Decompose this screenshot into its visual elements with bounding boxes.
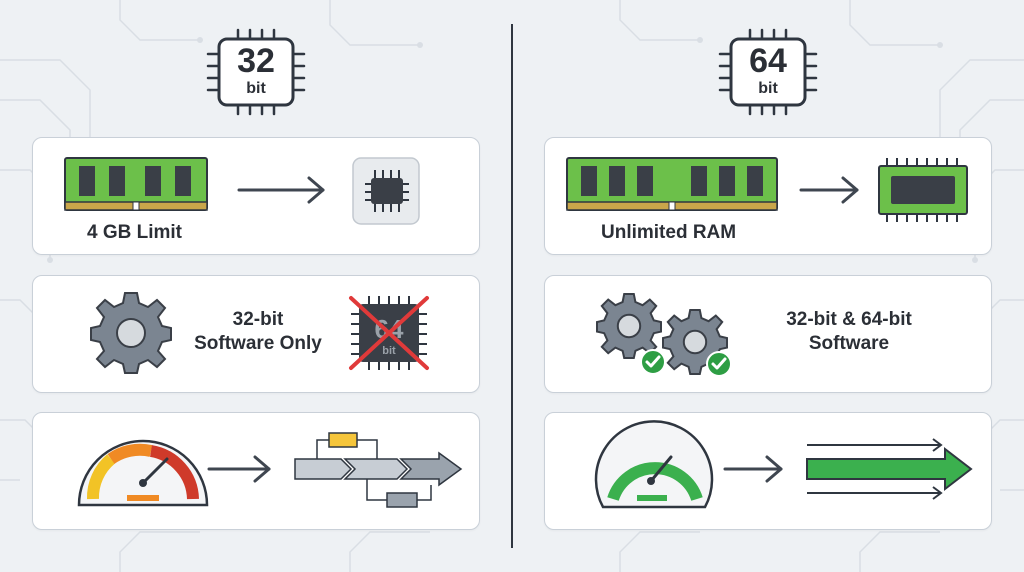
- ram-unlimited-card-64bit: Unlimited RAM: [544, 137, 992, 255]
- software-only-label: 32-bit Software Only: [183, 308, 333, 356]
- software-both-label: 32-bit & 64-bit Software: [769, 308, 929, 356]
- crossed-chip-number: 64: [375, 314, 404, 344]
- speedometer-icon: [594, 420, 714, 509]
- cpu-chip-64bit: 64 bit: [716, 26, 820, 118]
- software-card-32bit: 64 bit 32-bit Software Only: [32, 275, 480, 393]
- speedometer-icon: [77, 439, 209, 507]
- ram-limit-card-32bit: 4 GB Limit: [32, 137, 480, 255]
- software-label-line2: Software: [808, 333, 890, 354]
- cross-icon: [349, 296, 429, 370]
- chip-unit: bit: [246, 80, 266, 97]
- software-label-line2: Software Only: [194, 333, 322, 354]
- software-label-line1: 32-bit: [232, 309, 284, 330]
- ram-unlimited-label: Unlimited RAM: [601, 222, 737, 243]
- check-badge-icon: [640, 349, 666, 375]
- gear-icon: [90, 292, 172, 374]
- performance-card-64bit: [544, 412, 992, 530]
- arrow-right-icon: [207, 455, 271, 483]
- gear-icon: [595, 292, 663, 360]
- fast-arrow-icon: [806, 438, 973, 500]
- ram-module-icon: [566, 157, 778, 211]
- ram-limit-label: 4 GB Limit: [87, 222, 183, 243]
- cpu-chip-icon: [206, 28, 306, 116]
- ram-chip-icon: [878, 158, 968, 222]
- cpu-chip-icon: [718, 28, 818, 116]
- check-badge-icon: [706, 351, 732, 377]
- software-label-line1: 32-bit & 64-bit: [786, 309, 912, 330]
- arrow-right-icon: [237, 176, 325, 204]
- process-flow-icon: [294, 432, 463, 508]
- software-card-64bit: 32-bit & 64-bit Software: [544, 275, 992, 393]
- performance-card-32bit: [32, 412, 480, 530]
- arrow-right-icon: [723, 455, 783, 483]
- arrow-right-icon: [799, 176, 859, 204]
- chip-number: 32: [237, 42, 275, 80]
- chip-number: 64: [749, 42, 787, 80]
- chip-unit: bit: [758, 80, 778, 97]
- cpu-chip-icon: [352, 157, 420, 225]
- cpu-chip-32bit: 32 bit: [204, 26, 308, 118]
- center-divider: [511, 24, 513, 548]
- crossed-chip-unit: bit: [382, 345, 396, 357]
- ram-module-icon: [64, 157, 208, 211]
